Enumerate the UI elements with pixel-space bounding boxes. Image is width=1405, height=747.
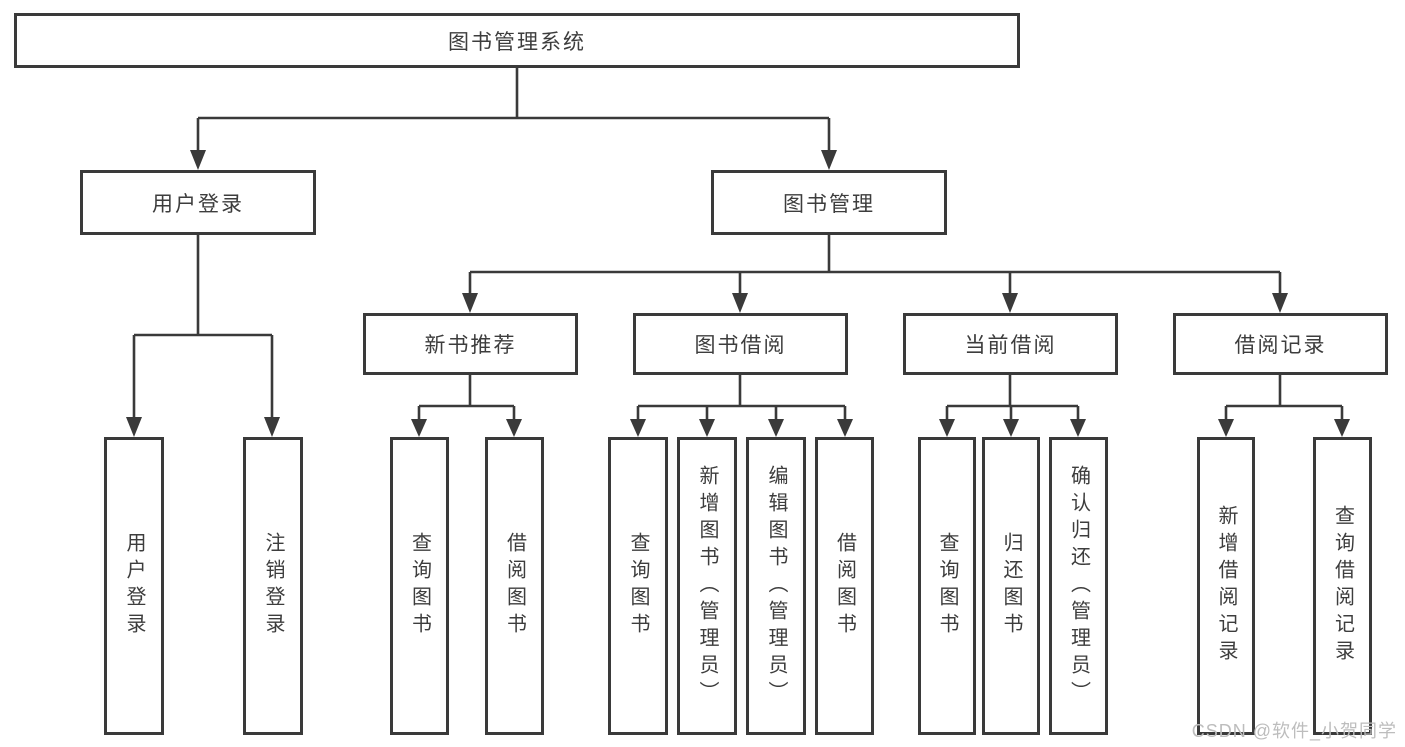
- node-user-login: 用户登录: [80, 170, 316, 235]
- node-new-book-recommend: 新书推荐: [363, 313, 578, 375]
- leaf-newbooks-query-books: 查询图书: [390, 437, 449, 735]
- watermark: CSDN @软件_小贺同学: [1191, 721, 1397, 741]
- leaf-records-query-borrow-record: 查询借阅记录: [1313, 437, 1372, 735]
- leaf-bookborrow-borrow-books: 借阅图书: [815, 437, 874, 735]
- leaf-bookborrow-add-books-admin: 新增图书（管理员）: [677, 437, 737, 735]
- node-book-borrow: 图书借阅: [633, 313, 848, 375]
- node-current-borrow: 当前借阅: [903, 313, 1118, 375]
- leaf-bookborrow-edit-books-admin: 编辑图书（管理员）: [746, 437, 806, 735]
- leaf-bookborrow-query-books: 查询图书: [608, 437, 668, 735]
- leaf-logout-login: 注销登录: [243, 437, 303, 735]
- node-book-management: 图书管理: [711, 170, 947, 235]
- leaf-records-add-borrow-record: 新增借阅记录: [1197, 437, 1255, 735]
- leaf-user-login: 用户登录: [104, 437, 164, 735]
- node-library-system: 图书管理系统: [14, 13, 1020, 68]
- leaf-currentborrow-confirm-return-admin: 确认归还（管理员）: [1049, 437, 1108, 735]
- leaf-currentborrow-query-books: 查询图书: [918, 437, 976, 735]
- node-borrow-records: 借阅记录: [1173, 313, 1388, 375]
- leaf-currentborrow-return-books: 归还图书: [982, 437, 1040, 735]
- leaf-newbooks-borrow-books: 借阅图书: [485, 437, 544, 735]
